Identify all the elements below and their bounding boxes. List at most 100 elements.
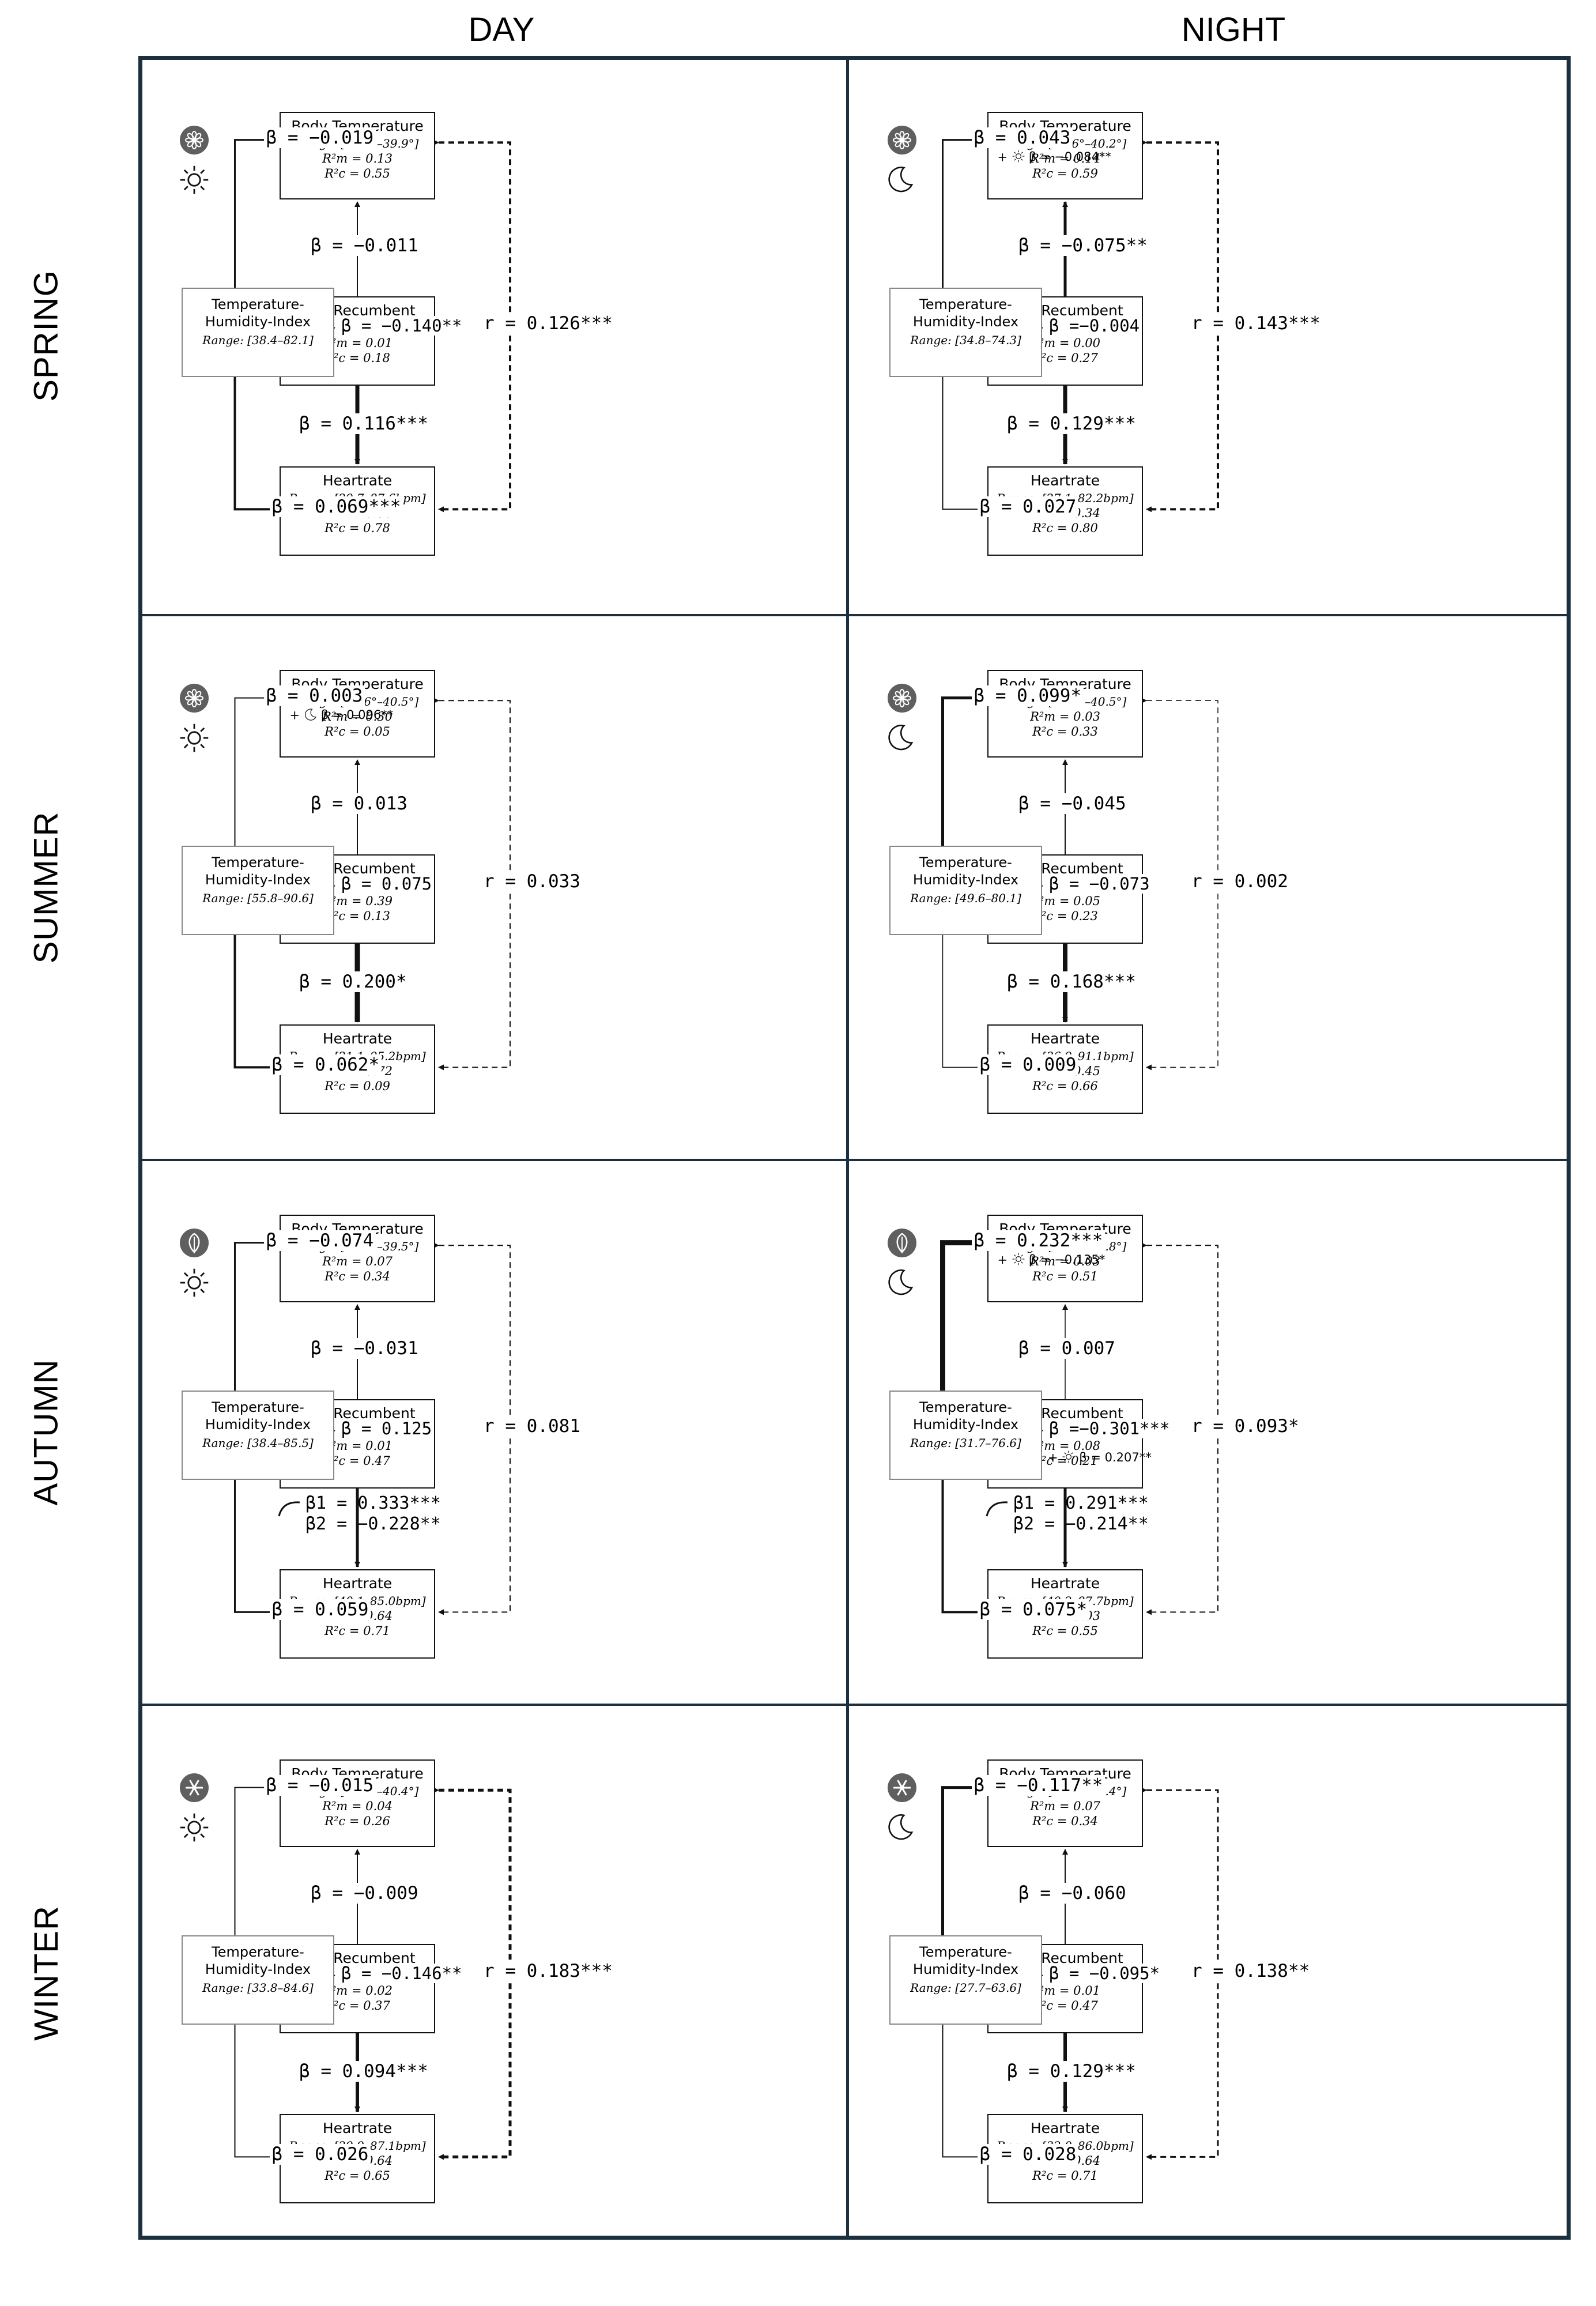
panel-spring-night: Body TemperatureRange: [38.6°–40.2°]R²m … <box>849 60 1561 602</box>
thi-title-line2: Humidity-Index <box>912 872 1019 888</box>
r2m-number: 0.01 <box>1073 1984 1100 1998</box>
column-divider <box>846 58 849 2238</box>
beta-thi-body: β = 0.003 <box>263 685 365 706</box>
r2c-label: R²c <box>1032 2169 1054 2183</box>
beta-nonrecumbent-body: β = −0.009 <box>308 1883 421 1904</box>
thi-title-line2: Humidity-Index <box>912 314 1019 330</box>
thi-range: Range: [27.7–63.6] <box>910 1981 1021 1995</box>
row-divider-1 <box>140 614 1568 616</box>
beta-nonrecumbent-heartrate: β = 0.094*** <box>297 2061 431 2082</box>
thi-title-line2: Humidity-Index <box>205 1416 311 1433</box>
figure-frame <box>138 56 1571 2240</box>
r2m-number: 0.07 <box>365 1254 393 1268</box>
spring-icon <box>179 125 210 159</box>
r2c-number: 0.47 <box>363 1454 390 1468</box>
link-thi-body <box>234 695 278 846</box>
r2c-value: R²c = 0.33 <box>1032 725 1098 738</box>
thi-range: Range: [31.7–76.6] <box>910 1436 1021 1450</box>
panel-spring-day: Body TemperatureRange: [38.5°–39.9°]R²m … <box>141 60 854 602</box>
link-thi-body <box>941 1784 986 1935</box>
correlation-r: r = 0.081 <box>481 1416 583 1437</box>
r2c-label: R²c <box>325 1079 346 1093</box>
r2c-label: R²c <box>325 2169 346 2183</box>
body-temperature-box: Body TemperatureRange: [38.5°–39.9°]R²m … <box>280 112 435 199</box>
r2m-label: R²m <box>1030 710 1056 724</box>
thi-title-line1: Temperature- <box>919 854 1012 871</box>
heart-title: Heartrate <box>1030 472 1100 489</box>
r2c-value: R²c = 0.55 <box>1032 1624 1098 1638</box>
thi-title-line1: Temperature- <box>212 1944 304 1960</box>
thi-range: Range: [34.8–74.3] <box>910 333 1021 347</box>
beta-interaction-nonrecumbent-value: β = 0.207** <box>1079 1450 1152 1464</box>
r2c-value: R²c = 0.80 <box>1032 521 1098 535</box>
r2c-value: R²c = 0.78 <box>325 521 390 535</box>
beta-thi-heartrate: β = 0.027 <box>977 496 1079 518</box>
beta-nonrecumbent-body: β = 0.013 <box>308 793 410 814</box>
row-header-summer: SUMMER <box>27 811 65 964</box>
winter-icon <box>886 1772 918 1806</box>
link-thi-heartrate <box>234 1480 278 1615</box>
beta-thi-body: β = 0.043 <box>971 127 1073 148</box>
heart-title: Heartrate <box>1030 1575 1100 1592</box>
correlation-r: r = 0.093* <box>1189 1416 1301 1437</box>
beta-thi-heartrate: β = 0.028 <box>977 2144 1079 2165</box>
r2m-number: 0.02 <box>365 1984 393 1998</box>
r2m-number: 0.03 <box>1073 1254 1100 1268</box>
beta-thi-body: β = −0.019 <box>263 127 376 148</box>
beta-thi-body: β = 0.099* <box>971 685 1084 706</box>
heart-title: Heartrate <box>322 2120 393 2137</box>
correlation-r: r = 0.183*** <box>481 1961 615 1982</box>
r2m-value: R²m = 0.04 <box>322 1799 393 1813</box>
sun-icon <box>178 722 210 757</box>
row-header-spring: SPRING <box>27 269 65 402</box>
beta-nonrecumbent-heartrate: β = 0.168*** <box>1005 971 1138 992</box>
r2c-value: R²c = 0.65 <box>325 2169 390 2183</box>
r2m-value: R²m = 0.30 <box>322 710 393 724</box>
r2c-value: R²c = 0.55 <box>325 167 390 180</box>
r2m-value: R²m = 0.07 <box>1030 1799 1100 1813</box>
r2c-label: R²c <box>325 1814 346 1828</box>
correlation-r: r = 0.143*** <box>1189 313 1323 334</box>
body-temperature-box: Body TemperatureRange: [38.4°–40.4°]R²m … <box>280 1759 435 1847</box>
link-thi-body <box>234 137 278 288</box>
r2c-number: 0.21 <box>1071 1454 1098 1468</box>
heart-title: Heartrate <box>322 1030 393 1047</box>
panel-autumn-day: Body TemperatureRange: [38.3°–39.5°]R²m … <box>141 1163 854 1705</box>
beta-thi-nonrecumbent: β =−0.004 <box>1047 315 1142 336</box>
r2m-label: R²m <box>322 1799 348 1813</box>
beta-thi-nonrecumbent: β = −0.140** <box>339 315 465 336</box>
r2c-number: 0.80 <box>1071 521 1098 535</box>
link-thi-heartrate <box>942 377 986 513</box>
beta-nonrecumbent-heartrate: β = 0.129*** <box>1005 413 1138 434</box>
heart-title: Heartrate <box>322 472 393 489</box>
panel-autumn-night: Body TemperatureRange: [38.1°–39.8°]R²m … <box>849 1163 1561 1705</box>
link-thi-heartrate <box>941 1480 986 1615</box>
beta-nonrecumbent-heartrate: β = 0.116*** <box>297 413 431 434</box>
thi-title-line2: Humidity-Index <box>205 872 311 888</box>
thi-range: Range: [33.8–84.6] <box>202 1981 314 1995</box>
link-thi-heartrate <box>942 935 986 1071</box>
winter-icon <box>179 1772 210 1806</box>
beta-nonrecumbent-heartrate: β = 0.200* <box>297 971 409 992</box>
panel-summer-night: Body TemperatureRange: [38.6°–40.5°]R²m … <box>849 618 1561 1160</box>
r2c-label: R²c <box>1032 521 1054 535</box>
body-temperature-box: Body TemperatureRange: [38.5°–40.4°]R²m … <box>987 1759 1143 1847</box>
spring-icon <box>886 125 918 159</box>
r2m-label: R²m <box>322 1254 348 1268</box>
r2c-value: R²c = 0.51 <box>1032 1269 1098 1283</box>
thi-title-line1: Temperature- <box>212 854 304 871</box>
beta-thi-heartrate: β = 0.069*** <box>269 496 403 518</box>
r2c-number: 0.27 <box>1071 351 1098 365</box>
r2c-number: 0.47 <box>1071 1999 1098 2013</box>
r2m-number: 0.05 <box>1073 894 1100 908</box>
thi-title-line1: Temperature- <box>919 1399 1012 1415</box>
r2c-label: R²c <box>1032 1079 1054 1093</box>
r2m-value: R²m = 0.05 <box>1030 894 1100 908</box>
beta-interaction-body: + β = −0.084** <box>998 149 1111 166</box>
beta-interaction-body-value: β = 0.096** <box>320 708 394 722</box>
